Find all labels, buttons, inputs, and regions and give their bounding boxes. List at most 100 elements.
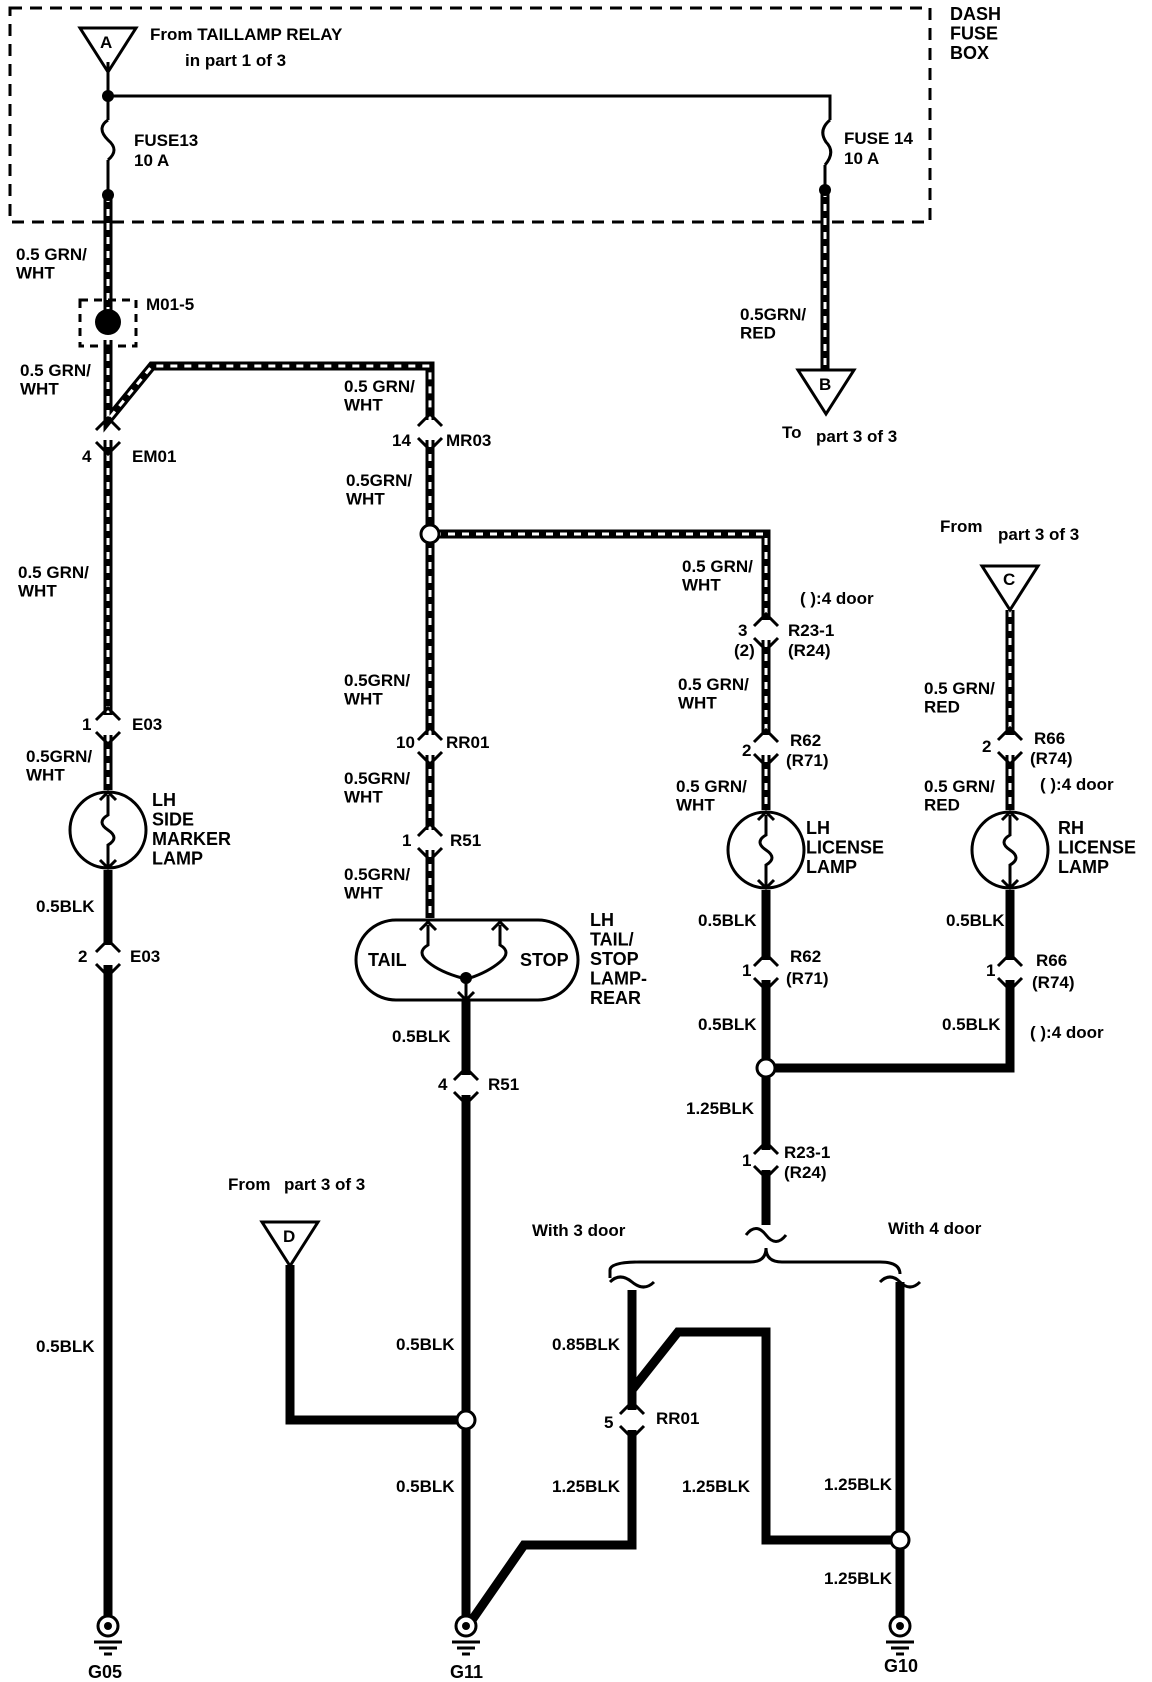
svg-text:0.5GRN/WHT: 0.5GRN/WHT [344,671,410,708]
svg-text:M01-5: M01-5 [146,295,194,314]
svg-text:G11: G11 [450,1662,483,1682]
svg-text:( ):4 door: ( ):4 door [1030,1023,1104,1042]
svg-text:(R74): (R74) [1030,749,1073,768]
junction-node [889,1529,911,1551]
connector-r62-1: 1 R62 (R71) [742,947,829,993]
svg-text:R62: R62 [790,947,821,966]
svg-text:FUSE13: FUSE13 [134,131,198,150]
svg-text:0.5BLK: 0.5BLK [946,911,1005,930]
svg-text:0.5BLK: 0.5BLK [36,1337,95,1356]
terminal-a: A From TAILLAMP RELAY in part 1 of 3 [77,25,343,75]
svg-text:5: 5 [604,1413,613,1432]
svg-text:0.5BLK: 0.5BLK [36,897,95,916]
wire-black-ground [103,870,1015,1623]
wire-bus [106,62,832,195]
ground-g10: G10 [884,1614,918,1676]
wire-break-mark-3door [608,1275,656,1289]
svg-text:R51: R51 [450,831,481,850]
svg-text:0.5 GRN/WHT: 0.5 GRN/WHT [678,675,749,712]
terminal-b: B To part 3 of 3 [782,368,897,446]
door-option-brace [608,1247,902,1278]
svg-text:(R71): (R71) [786,969,829,988]
svg-text:From: From [940,517,983,536]
connector-r66-1: 1 R66 (R74) [986,951,1075,993]
svg-text:(R24): (R24) [784,1163,827,1182]
svg-text:0.5 GRN/WHT: 0.5 GRN/WHT [20,361,91,398]
connector-r66-2: 2 R66 (R74) [982,725,1073,768]
svg-text:0.5 GRN/WHT: 0.5 GRN/WHT [16,245,87,282]
svg-text:RR01: RR01 [656,1409,699,1428]
svg-text:(R24): (R24) [788,641,831,660]
svg-text:1: 1 [82,715,91,734]
svg-text:E03: E03 [130,947,160,966]
svg-text:EM01: EM01 [132,447,176,466]
fuse-14: FUSE 14 10 A [819,118,914,196]
svg-text:G10: G10 [884,1656,918,1676]
ground-g05: G05 [88,1614,122,1682]
svg-text:part 3 of 3: part 3 of 3 [816,427,897,446]
svg-text:(2): (2) [734,641,755,660]
svg-text:part 3 of 3: part 3 of 3 [284,1175,365,1194]
svg-text:0.5GRN/WHT: 0.5GRN/WHT [344,769,410,806]
wire-break-mark-4door [878,1275,922,1289]
stop-filament-label: STOP [520,950,569,970]
svg-text:( ):4 door: ( ):4 door [1040,775,1114,794]
svg-text:R23-1: R23-1 [784,1143,830,1162]
svg-text:A: A [100,33,112,52]
connector-mr03: 14 MR03 [392,411,491,453]
door-notes: ( ):4 door ( ):4 door ( ):4 door With 3 … [532,589,1114,1240]
svg-text:1.25BLK: 1.25BLK [824,1475,893,1494]
tail-filament-label: TAIL [368,950,407,970]
connector-e03-1: 1 E03 [82,705,162,747]
svg-text:4: 4 [438,1075,448,1094]
svg-text:1.25BLK: 1.25BLK [552,1477,621,1496]
junction-node [419,523,441,545]
splice-m01-5: M01-5 [78,295,194,348]
svg-text:G05: G05 [88,1662,122,1682]
connector-r51-4: 4 R51 [438,1065,519,1107]
svg-text:From: From [228,1175,271,1194]
svg-text:With 3 door: With 3 door [532,1221,626,1240]
fuse-13: FUSE13 10 A [100,90,198,201]
svg-text:3: 3 [738,621,747,640]
svg-text:1: 1 [742,961,751,980]
svg-text:0.5GRN/WHT: 0.5GRN/WHT [26,747,92,784]
svg-text:10 A: 10 A [134,151,169,170]
svg-text:10 A: 10 A [844,149,879,168]
connector-r62-2: 2 R62 (R71) [742,727,829,770]
connector-rr01-5: 5 RR01 [604,1399,699,1441]
svg-text:R66: R66 [1034,729,1065,748]
svg-text:E03: E03 [132,715,162,734]
svg-text:in part 1 of 3: in part 1 of 3 [185,51,286,70]
svg-text:1.25BLK: 1.25BLK [682,1477,751,1496]
svg-text:1.25BLK: 1.25BLK [686,1099,755,1118]
svg-text:0.5 GRN/WHT: 0.5 GRN/WHT [344,377,415,414]
wire-stripes [106,190,1012,918]
svg-text:R51: R51 [488,1075,519,1094]
connector-r23-1-bottom: 1 R23-1 (R24) [742,1139,830,1182]
svg-text:To: To [782,423,802,442]
svg-text:0.5 GRN/RED: 0.5 GRN/RED [924,777,995,814]
connector-e03-2: 2 E03 [78,937,160,979]
svg-text:0.5GRN/WHT: 0.5GRN/WHT [346,471,412,508]
svg-text:1: 1 [402,831,411,850]
junction-node [755,1057,777,1079]
terminal-d: D From part 3 of 3 [228,1175,365,1269]
ground-g11: G11 [450,1614,483,1682]
connector-r23-1-top: 3 (2) R23-1 (R24) [734,611,834,660]
svg-text:R62: R62 [790,731,821,750]
connector-em01: 4 EM01 [82,415,176,466]
svg-text:FUSE 14: FUSE 14 [844,129,914,148]
svg-text:From TAILLAMP RELAY: From TAILLAMP RELAY [150,25,343,44]
junction-node [455,1409,477,1431]
svg-text:MR03: MR03 [446,431,491,450]
svg-text:2: 2 [78,947,87,966]
